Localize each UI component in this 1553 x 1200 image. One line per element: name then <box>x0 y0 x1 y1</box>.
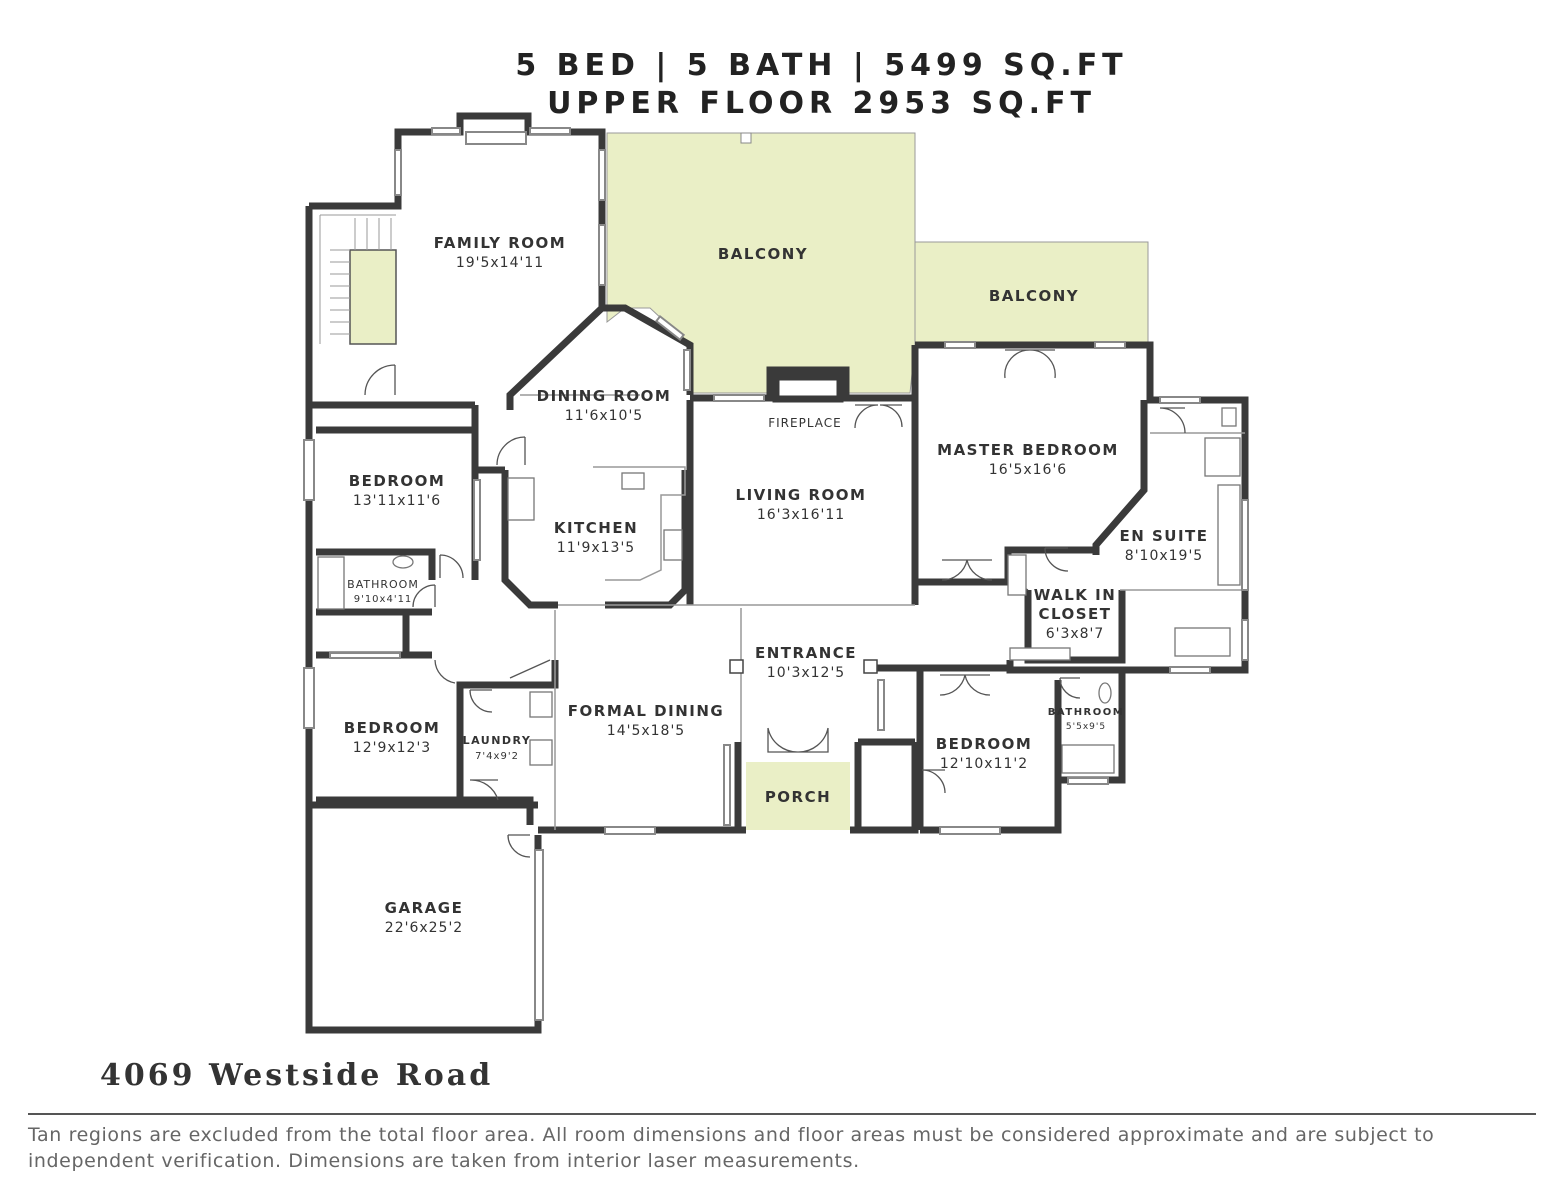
room-dims-living-room: 16'3x16'11 <box>757 507 845 523</box>
room-dims-garage: 22'6x25'2 <box>385 920 463 936</box>
room-label-entrance: ENTRANCE <box>755 644 857 662</box>
doors <box>364 349 1186 858</box>
header-line-2: UPPER FLOOR 2953 SQ.FT <box>547 86 1096 121</box>
room-label-living-room: LIVING ROOM <box>736 486 867 504</box>
room-label-bathroom-e: BATHROOM <box>1048 707 1124 718</box>
staircase <box>319 214 396 344</box>
room-label-balcony-1: BALCONY <box>718 245 808 263</box>
disclaimer-text: Tan regions are excluded from the total … <box>28 1124 1435 1172</box>
room-dims-laundry: 7'4x9'2 <box>475 751 519 762</box>
room-label-bathroom-w: BATHROOM <box>347 578 419 591</box>
room-dims-bedroom-se: 12'10x11'2 <box>940 756 1028 772</box>
room-dims-bathroom-w: 9'10x4'11 <box>354 594 413 605</box>
room-dims-bedroom-sw: 12'9x12'3 <box>353 740 431 756</box>
room-dims-dining-room: 11'6x10'5 <box>565 408 643 424</box>
room-dims-kitchen: 11'9x13'5 <box>557 540 635 556</box>
room-label-formal-dining: FORMAL DINING <box>568 702 724 720</box>
property-address: 4069 Westside Road <box>100 1058 494 1093</box>
header-line-1: 5 BED | 5 BATH | 5499 SQ.FT <box>515 48 1128 83</box>
room-label-balcony-2: BALCONY <box>989 287 1079 305</box>
room-label-laundry: LAUNDRY <box>463 734 532 747</box>
room-label-en-suite: EN SUITE <box>1119 527 1208 545</box>
floor-plan: FAMILY ROOM 19'5x14'11 BALCONY BALCONY D… <box>303 112 1249 1034</box>
thin-walls <box>520 394 1245 830</box>
room-dims-formal-dining: 14'5x18'5 <box>607 723 685 739</box>
room-label-dining-room: DINING ROOM <box>537 387 672 405</box>
fixtures <box>317 407 1241 774</box>
column <box>740 132 752 144</box>
room-label-bedroom-sw: BEDROOM <box>344 719 441 737</box>
room-label-bedroom-nw: BEDROOM <box>349 472 446 490</box>
room-dims-bedroom-nw: 13'11x11'6 <box>353 493 441 509</box>
column <box>863 659 878 674</box>
windows <box>303 127 1249 1021</box>
porch-area <box>746 762 850 830</box>
room-label-bedroom-se: BEDROOM <box>936 735 1033 753</box>
room-dims-en-suite: 8'10x19'5 <box>1125 548 1203 564</box>
room-dims-master-bedroom: 16'5x16'6 <box>989 462 1067 478</box>
label-fireplace: FIREPLACE <box>768 416 842 430</box>
room-label-garage: GARAGE <box>385 899 464 917</box>
stair-landing <box>349 249 397 345</box>
room-label-family-room: FAMILY ROOM <box>434 234 566 252</box>
room-label-walk-in-closet-2: CLOSET <box>1038 605 1111 623</box>
room-label-master-bedroom: MASTER BEDROOM <box>937 441 1119 459</box>
column <box>729 659 744 674</box>
room-dims-family-room: 19'5x14'11 <box>456 255 544 271</box>
balcony-area-1 <box>606 132 916 394</box>
room-label-walk-in-closet-1: WALK IN <box>1034 586 1117 604</box>
room-label-kitchen: KITCHEN <box>554 519 638 537</box>
divider <box>28 1113 1536 1115</box>
room-label-porch: PORCH <box>765 788 831 806</box>
room-dims-bathroom-e: 5'5x9'5 <box>1066 722 1106 732</box>
room-dims-walk-in-closet: 6'3x8'7 <box>1046 626 1105 642</box>
room-dims-entrance: 10'3x12'5 <box>767 665 845 681</box>
